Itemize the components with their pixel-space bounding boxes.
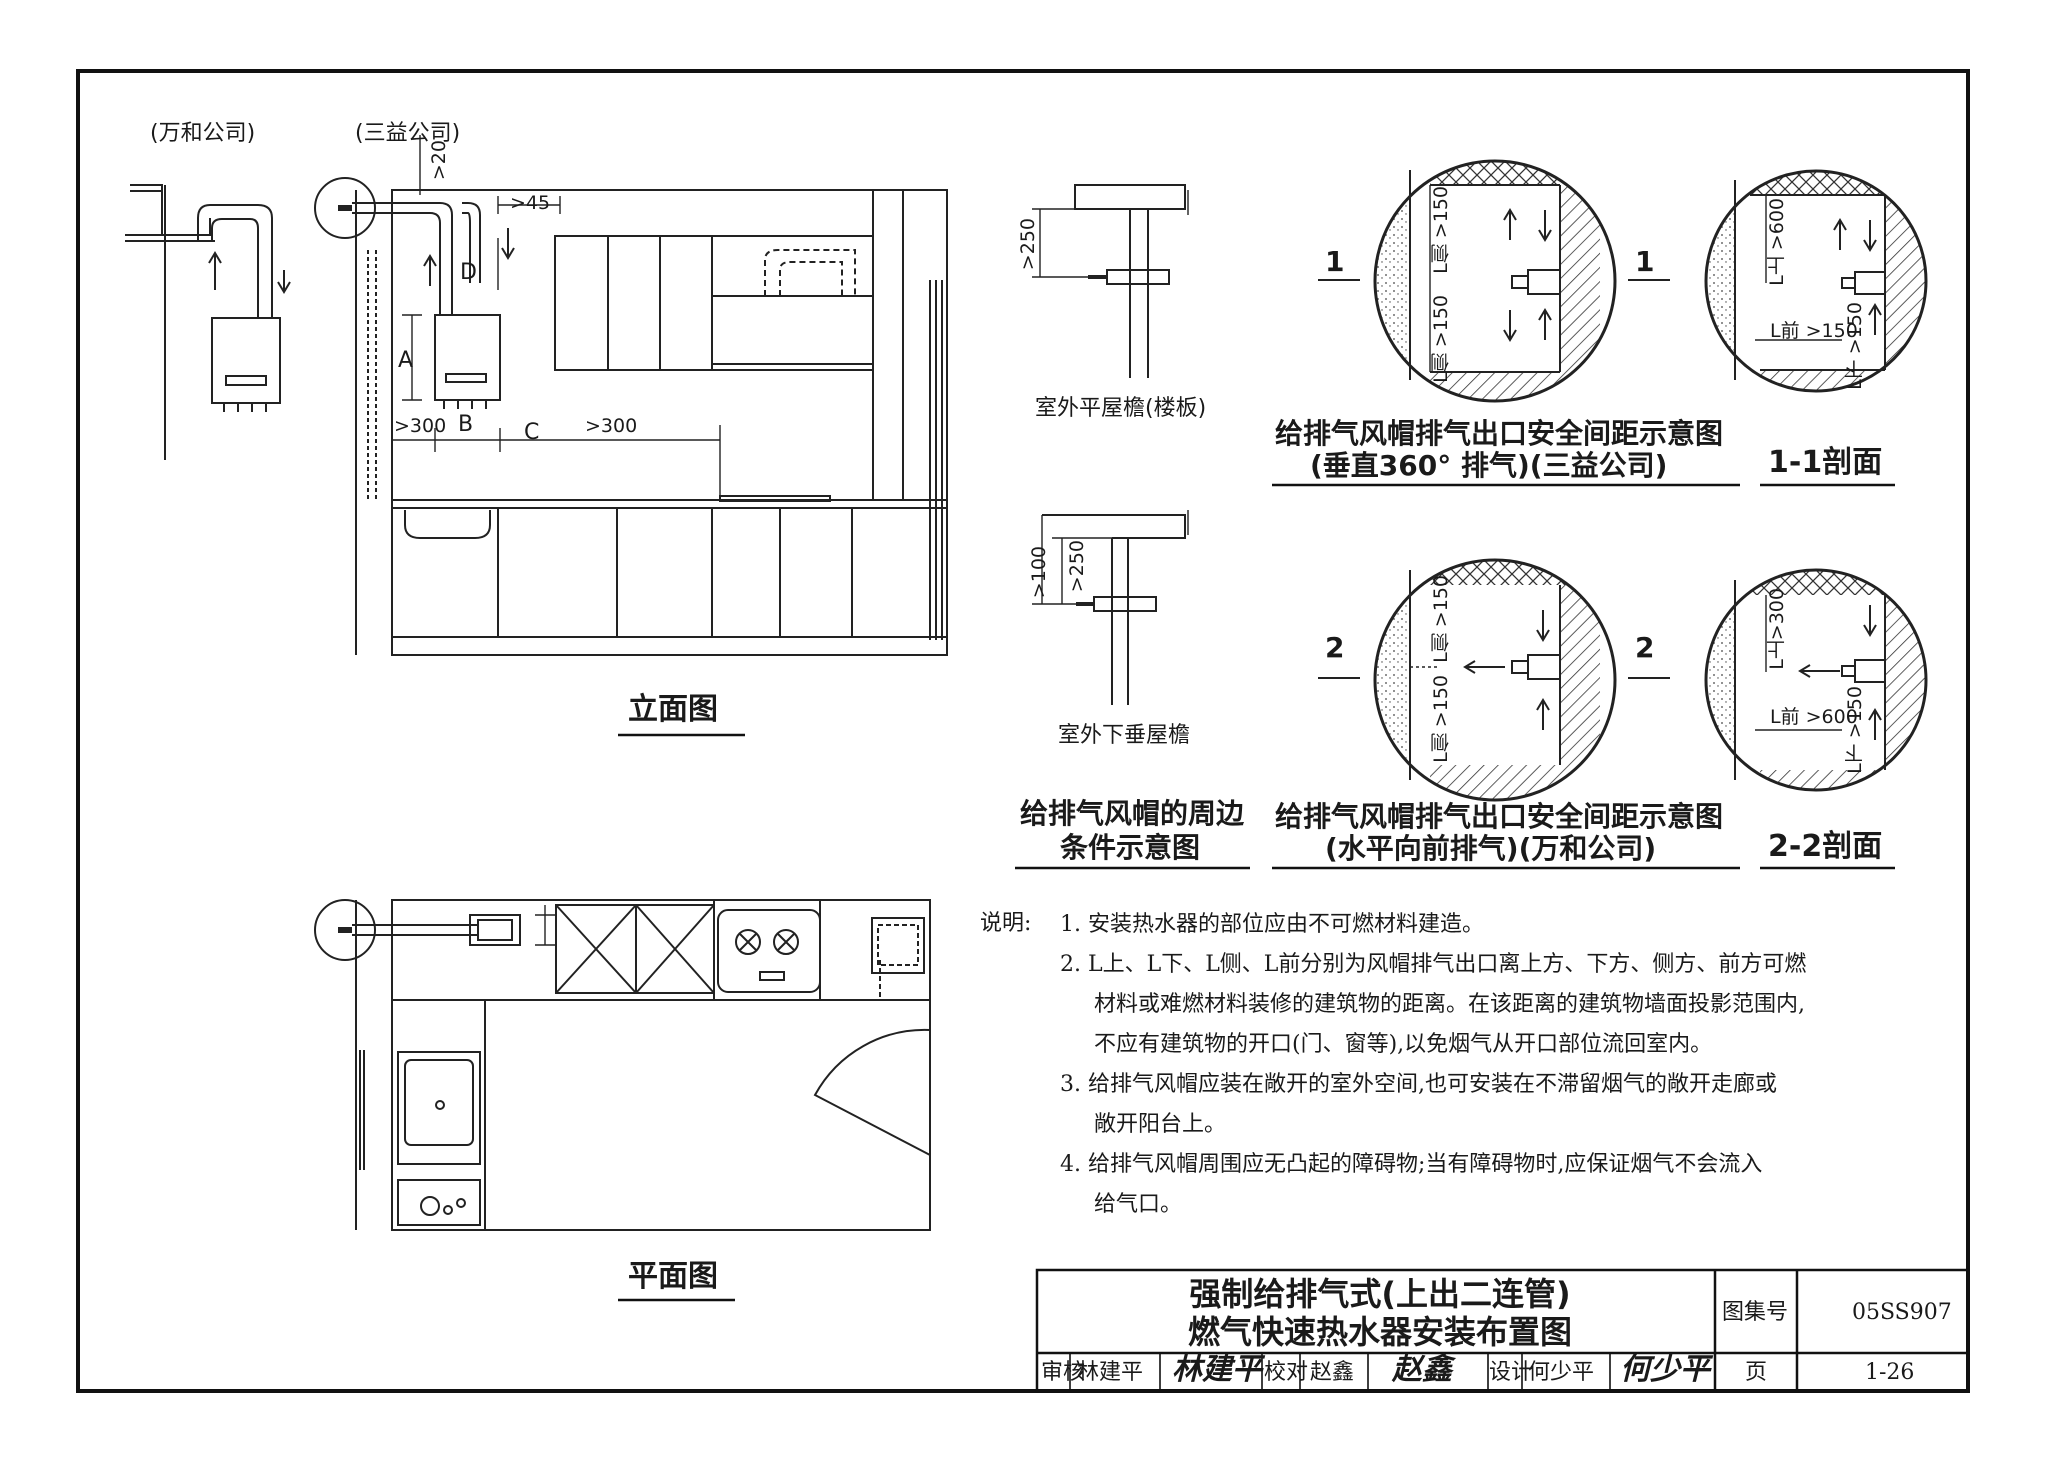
note-line: 材料或难燃材料装修的建筑物的距离。在该距离的建筑物墙面投影范围内, xyxy=(1094,992,1805,1017)
notes-heading: 说明: xyxy=(980,911,1032,936)
dim-letter-b: B xyxy=(458,412,474,437)
notes-body: 1. 安装热水器的部位应由不可燃材料建造。 2. L上、L下、L侧、L前分别为风… xyxy=(1060,905,1806,1225)
section-mark-1-right: 1 xyxy=(1635,245,1655,278)
periphery-caption-2: 条件示意图 xyxy=(1060,831,1201,864)
section-1-1-title: 1-1剖面 xyxy=(1768,445,1883,480)
atlas-label: 图集号 xyxy=(1722,1300,1789,1325)
section-1-1 xyxy=(1318,159,1670,403)
design-name: 何少平 xyxy=(1528,1360,1595,1385)
sheet-border xyxy=(76,69,1970,1393)
dim-l-front-600: L前 >600 xyxy=(1770,706,1858,728)
drawing-title-line1: 强制给排气式(上出二连管) xyxy=(1189,1275,1571,1313)
page-label: 页 xyxy=(1745,1360,1768,1385)
check-signature: 赵鑫 xyxy=(1392,1352,1452,1387)
dim-300-b: >300 xyxy=(585,415,638,437)
dim-l-side-150-a: L侧 >150 xyxy=(1430,186,1452,274)
sanyi-label: (三益公司) xyxy=(355,121,461,146)
dim-250-a: >250 xyxy=(1017,218,1039,271)
design-label: 设计 xyxy=(1489,1360,1534,1385)
dim-l-side-150-d: L侧 >150 xyxy=(1430,675,1452,763)
wanhe-label: (万和公司) xyxy=(150,121,256,146)
note-line: 1. 安装热水器的部位应由不可燃材料建造。 xyxy=(1060,912,1484,937)
periphery-caption-1: 给排气风帽的周边 xyxy=(1020,797,1245,830)
dim-letter-c: C xyxy=(524,420,540,445)
section-1-1-profile xyxy=(1704,169,1928,393)
dim-l-down-150b: L下 >150 xyxy=(1844,686,1866,774)
dim-l-down-150: L下 >150 xyxy=(1844,302,1866,390)
note-line: 不应有建筑物的开口(门、窗等),以免烟气从开口部位流回室内。 xyxy=(1094,1032,1713,1057)
roof-flat-label: 室外平屋檐(楼板) xyxy=(1035,396,1207,421)
drawing-title: 强制给排气式(上出二连管) 燃气快速热水器安装布置图 xyxy=(1100,1275,1660,1352)
review-name: 林建平 xyxy=(1077,1360,1144,1385)
dim-45: >45 xyxy=(510,192,551,214)
dim-300-a: >300 xyxy=(394,415,447,437)
atlas-number: 05SS907 xyxy=(1852,1300,1952,1325)
safety-caption-2-line1: 给排气风帽排气出口安全间距示意图 xyxy=(1275,800,1724,833)
section-mark-2-left: 2 xyxy=(1325,631,1345,664)
elevation-drawing xyxy=(125,135,948,656)
roof-down-label: 室外下垂屋檐 xyxy=(1058,723,1191,748)
periphery-detail xyxy=(1032,184,1189,705)
caption-underlines xyxy=(618,483,1895,1302)
section-2-2-profile xyxy=(1704,568,1928,792)
dim-letter-a: A xyxy=(398,348,414,373)
note-line: 2. L上、L下、L侧、L前分别为风帽排气出口离上方、下方、侧方、前方可燃 xyxy=(1060,952,1807,977)
elevation-title: 立面图 xyxy=(628,692,718,727)
note-line: 给气口。 xyxy=(1094,1192,1183,1217)
section-2-2-title: 2-2剖面 xyxy=(1768,829,1883,864)
title-block-cells xyxy=(1069,1353,1611,1391)
dim-l-up-600: L上 >600 xyxy=(1766,198,1788,286)
review-label: 审核 xyxy=(1041,1360,1086,1385)
check-label: 校对 xyxy=(1264,1360,1309,1385)
dim-letter-d: D xyxy=(460,260,477,285)
section-mark-1-left: 1 xyxy=(1325,245,1345,278)
dim-250-b: >250 xyxy=(1066,540,1088,593)
dim-l-front-150: L前 >150 xyxy=(1770,320,1858,342)
section-mark-2-right: 2 xyxy=(1635,631,1655,664)
check-name: 赵鑫 xyxy=(1310,1360,1355,1385)
safety-caption-1-line2: (垂直360° 排气)(三益公司) xyxy=(1310,449,1668,482)
dim-l-side-150-b: L侧 >150 xyxy=(1430,295,1452,383)
review-signature: 林建平 xyxy=(1172,1352,1262,1387)
dim-l-up-300: L上>300 xyxy=(1766,588,1788,670)
plan-drawing xyxy=(314,899,931,1231)
safety-caption-1-line1: 给排气风帽排气出口安全间距示意图 xyxy=(1275,417,1724,450)
design-signature: 何少平 xyxy=(1620,1352,1710,1387)
safety-caption-2-line2: (水平向前排气)(万和公司) xyxy=(1325,832,1657,865)
dim-l-side-150-c: L侧 >150 xyxy=(1430,575,1452,663)
page-number: 1-26 xyxy=(1865,1360,1915,1385)
plan-title: 平面图 xyxy=(628,1259,718,1294)
title-block-frame xyxy=(1035,1268,1970,1393)
section-2-2 xyxy=(1318,558,1670,802)
dim-100: >100 xyxy=(1028,546,1050,599)
note-line: 敞开阳台上。 xyxy=(1094,1112,1227,1137)
note-line: 3. 给排气风帽应装在敞开的室外空间,也可安装在不滞留烟气的敞开走廊或 xyxy=(1060,1072,1777,1097)
dim-20: >20 xyxy=(428,140,450,181)
drawing-title-line2: 燃气快速热水器安装布置图 xyxy=(1187,1313,1572,1352)
note-line: 4. 给排气风帽周围应无凸起的障碍物;当有障碍物时,应保证烟气不会流入 xyxy=(1060,1152,1763,1177)
